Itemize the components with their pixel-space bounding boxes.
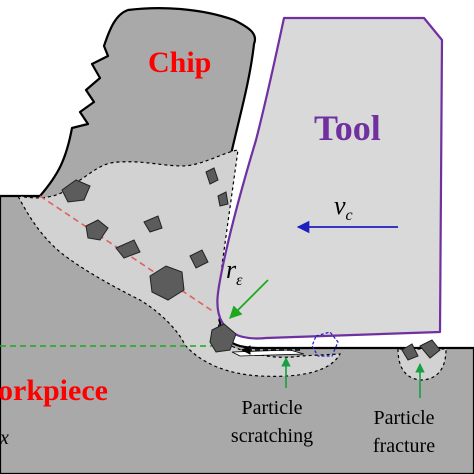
particle <box>189 249 209 269</box>
scratching-particle-outline <box>311 331 339 357</box>
particle-fracture-label-line1: Particle <box>373 407 434 429</box>
particle <box>85 219 109 241</box>
particle-scratching-label-line1: Particle <box>241 397 302 419</box>
particle <box>401 343 419 361</box>
radius-symbol: r <box>226 255 237 284</box>
particle <box>143 215 163 233</box>
particle <box>61 179 91 203</box>
particle <box>209 323 237 353</box>
particle <box>205 167 219 185</box>
deformation-zone <box>16 149 342 377</box>
particle-group <box>61 167 441 361</box>
chip-label: Chip <box>148 46 211 79</box>
particle-scratching-label-line2: scratching <box>231 425 313 447</box>
cutting-tool <box>216 16 444 340</box>
velocity-subscript: c <box>346 207 353 224</box>
velocity-label: vc <box>334 191 353 224</box>
velocity-symbol: v <box>334 191 346 220</box>
radius-label: rε <box>226 255 243 289</box>
particle <box>115 239 141 259</box>
radius-subscript: ε <box>236 272 243 289</box>
axis-fragment-label: x <box>0 427 9 449</box>
particle <box>419 339 441 359</box>
edge-radius-arrow <box>229 279 269 319</box>
tool-label: Tool <box>314 108 381 148</box>
particle <box>217 191 229 207</box>
workpiece-label: orkpiece <box>0 374 108 407</box>
particle <box>149 265 185 301</box>
particle-fracture-label-line2: fracture <box>373 435 435 457</box>
